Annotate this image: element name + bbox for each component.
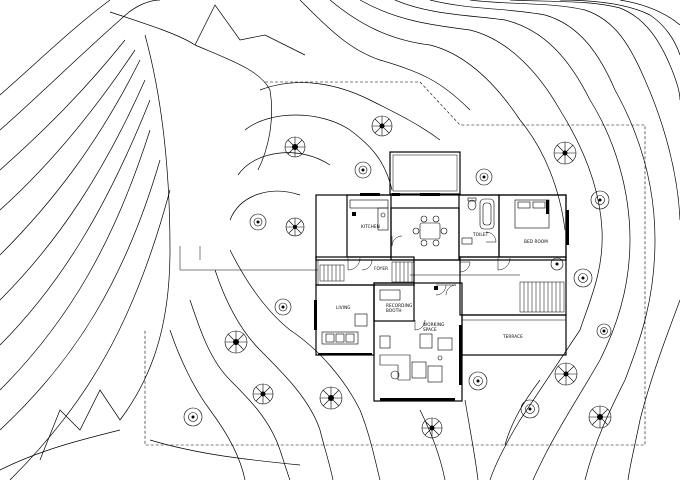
- door-swing-icons: [347, 231, 511, 331]
- door-swing-icon: [347, 257, 361, 271]
- door-swing-icon: [391, 235, 403, 247]
- tree-icon: [421, 417, 443, 439]
- shrub-icon: [520, 399, 540, 419]
- tree-icons: [224, 115, 612, 439]
- tree-icon: [284, 136, 306, 158]
- room-label-toilet: TOILET: [472, 232, 489, 237]
- staircase-icon: [391, 261, 415, 283]
- shrub-icon: [354, 161, 372, 179]
- door-swing-icon: [497, 257, 511, 271]
- room-labels: KITCHEN TOILET BED ROOM FOYER LIVING REC…: [336, 224, 548, 339]
- staircase-icon: [319, 264, 345, 282]
- sofa-icon: [321, 313, 368, 345]
- door-swing-icon: [414, 319, 426, 331]
- shrub-icon: [596, 323, 612, 339]
- tree-icon: [554, 362, 578, 386]
- shrub-icon: [573, 268, 593, 288]
- room-label-foyer: FOYER: [374, 266, 388, 271]
- workspace-desk: [379, 333, 453, 383]
- dining-table-icon: [412, 215, 448, 247]
- shrub-icon: [475, 168, 493, 186]
- tree-icon: [285, 217, 305, 237]
- door-swing-icon: [485, 231, 497, 243]
- tree-icon: [553, 141, 577, 165]
- room-label-kitchen: KITCHEN: [361, 224, 380, 229]
- wc-icon: [461, 197, 477, 245]
- shrub-icon: [183, 407, 203, 427]
- building-walls: [179, 151, 567, 402]
- shrub-icon: [468, 371, 488, 391]
- room-label-living: LIVING: [336, 305, 351, 310]
- room-label-bed-room: BED ROOM: [524, 239, 548, 244]
- site-boundary: [144, 81, 646, 446]
- shrub-icon: [249, 213, 267, 231]
- staircase-icon: [519, 281, 565, 313]
- recording-booth-furniture: [379, 286, 438, 301]
- shrub-icon: [590, 190, 610, 210]
- kitchen-counter: [349, 199, 389, 231]
- furniture: [321, 197, 550, 383]
- door-swing-icon: [445, 284, 457, 296]
- door-swing-icon: [361, 259, 373, 271]
- tree-icon: [224, 330, 248, 354]
- tree-icon: [371, 115, 393, 137]
- tree-icon: [588, 405, 612, 429]
- tree-icon: [319, 386, 343, 410]
- bed-icon: [514, 199, 550, 229]
- shrub-icons: [183, 161, 612, 427]
- shrub-icon: [274, 298, 292, 316]
- bathtub-icon: [479, 198, 495, 230]
- shrub-icon: [550, 257, 564, 271]
- room-label-terrace: TERRACE: [502, 334, 523, 339]
- tree-icon: [252, 383, 274, 405]
- hatched-walls: [314, 193, 569, 401]
- door-swing-icon: [459, 261, 471, 273]
